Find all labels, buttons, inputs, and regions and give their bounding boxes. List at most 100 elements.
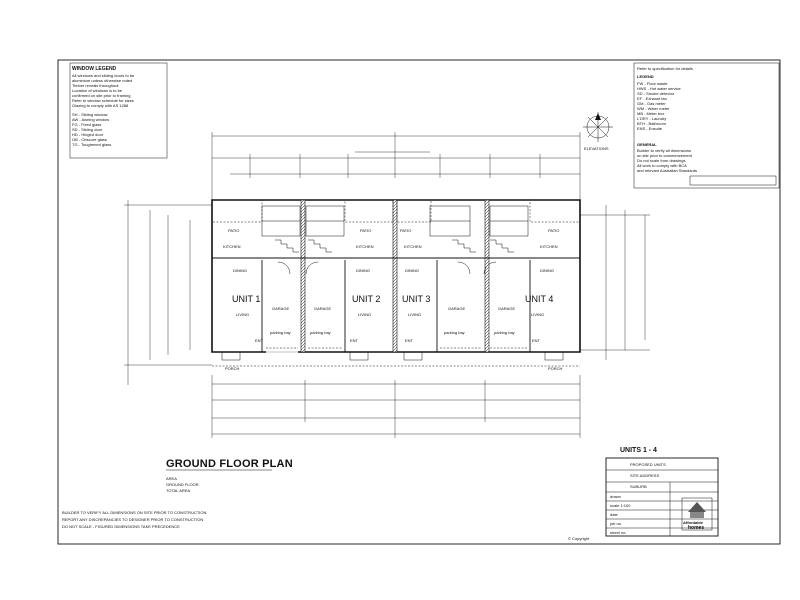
unit-4-garage: GARAGE [498, 306, 515, 311]
legend-key: OB - Obscure glass [72, 137, 107, 142]
plan-title-block: GROUND FLOOR PLAN AREA GROUND FLOOR TOTA… [166, 458, 293, 493]
notes-item: WM - Water meter [637, 106, 670, 111]
unit-2-garage: GARAGE [314, 306, 331, 311]
unit-2-dining: DINING [356, 268, 370, 273]
unit-2-label: UNIT 2 [352, 294, 380, 304]
porch-label: PORCH [548, 366, 563, 371]
notes-item: HWS - Hot water service [637, 86, 682, 91]
notes-general-head: GENERAL [637, 142, 657, 147]
tb-row: scale 1:100 [610, 503, 631, 508]
legend-intro-line: Timber reveals throughout [72, 83, 119, 88]
patio-label: PATIO [228, 228, 239, 233]
unit-1-garage: GARAGE [272, 306, 289, 311]
notes-panel: Refer to specification for details LEGEN… [633, 62, 780, 189]
title-block: UNITS 1 - 4 PROPOSED UNITS SITE ADDRESS … [568, 447, 719, 541]
copyright: © Copyright [568, 536, 590, 541]
tb-row: PROPOSED UNITS [630, 462, 666, 467]
side-dimensions [124, 200, 650, 385]
legend-key: SH - Sliding window [72, 112, 108, 117]
plan-sub: TOTAL AREA [166, 488, 190, 493]
unit-4-dining: DINING [540, 268, 554, 273]
window-legend: WINDOW LEGEND All windows and sliding do… [69, 62, 168, 159]
legend-key: AW - Awning window [72, 117, 109, 122]
notes-item: ENS - Ensuite [637, 126, 663, 131]
brand-bottom: homes [688, 525, 704, 531]
notes-item: L'DRY - Laundry [637, 116, 666, 121]
kitchen-label: KITCHEN [356, 244, 374, 249]
entry-label: ENT [255, 338, 264, 343]
notes-heading: Refer to specification for details [637, 66, 693, 71]
tb-row: sheet no. [610, 530, 626, 535]
disclaimer-line: DO NOT SCALE - FIGURED DIMENSIONS TAKE P… [62, 524, 180, 529]
north-compass: ELEVATIONS [583, 112, 613, 151]
kitchen-label: KITCHEN [540, 244, 558, 249]
notes-general: Builder to verify all dimensions [637, 148, 691, 153]
legend-key: FG - Fixed glass [72, 122, 101, 127]
patio-label: PATIO [400, 228, 411, 233]
tb-row: SUBURB [630, 484, 647, 489]
disclaimer-line: REPORT ANY DISCREPANCIES TO DESIGNER PRI… [62, 517, 203, 522]
brand-logo: Affordable homes [681, 497, 713, 531]
unit-1-living: LIVING [236, 312, 249, 317]
kitchen-label: KITCHEN [404, 244, 422, 249]
kitchen-label: KITCHEN [223, 244, 241, 249]
legend-key: HD - Hinged door [72, 132, 104, 137]
bottom-dimensions [211, 375, 581, 438]
disclaimer-line: BUILDER TO VERIFY ALL DIMENSIONS ON SITE… [62, 510, 207, 515]
entry-label: ENT [350, 338, 359, 343]
legend-intro-line: Location of windows is to be [72, 88, 123, 93]
notes-general: All work to comply with BCA [637, 163, 687, 168]
tb-row: job no. [609, 521, 622, 526]
unit-2-living: LIVING [358, 312, 371, 317]
compass-label: ELEVATIONS [584, 146, 609, 151]
unit-1-dining: DINING [233, 268, 247, 273]
sheet-border-outer [57, 59, 781, 545]
unit-3-garage: GARAGE [448, 306, 465, 311]
notes-item: SD - Smoke detector [637, 91, 675, 96]
units-heading: UNITS 1 - 4 [620, 447, 657, 454]
room-labels: UNIT 1 LIVING DINING GARAGE UNIT 2 LIVIN… [223, 228, 563, 371]
plan-sub: GROUND FLOOR [166, 482, 199, 487]
patio-label: PATIO [548, 228, 559, 233]
patio-label: PATIO [360, 228, 371, 233]
legend-intro-line: All windows and sliding doors to be [72, 73, 135, 78]
legend-title: WINDOW LEGEND [72, 66, 117, 72]
tb-row: drawn [610, 494, 621, 499]
unit-3-living: LIVING [408, 312, 421, 317]
legend-intro-line: Glazing to comply with AS 1288 [72, 103, 129, 108]
notes-general: Do not scale from drawings [637, 158, 685, 163]
plan-sub: AREA [166, 476, 177, 481]
unit-4-label: UNIT 4 [525, 294, 553, 304]
legend-key: TG - Toughened glass [72, 142, 111, 147]
notes-item: EF - Exhaust fan [637, 96, 667, 101]
legend-intro-line: confirmed on site prior to framing [72, 93, 130, 98]
unit-1-label: UNIT 1 [232, 294, 260, 304]
entry-label: ENT [532, 338, 541, 343]
unit-3-dining: DINING [405, 268, 419, 273]
notes-general: on site prior to commencement [637, 153, 693, 158]
tb-row: date [610, 512, 619, 517]
notes-sub: LEGEND [637, 74, 654, 79]
top-dimensions [211, 132, 581, 200]
notes-item: FW - Floor waste [637, 81, 668, 86]
parking-label: parking bay [310, 330, 331, 335]
notes-general: and relevant Australian Standards [637, 168, 697, 173]
parking-label: parking bay [494, 330, 515, 335]
entry-label: ENT [405, 338, 414, 343]
notes-item: GM - Gas meter [637, 101, 666, 106]
disclaimer: BUILDER TO VERIFY ALL DIMENSIONS ON SITE… [62, 510, 207, 529]
parking-label: parking bay [270, 330, 291, 335]
legend-intro-line: Refer to window schedule for sizes [72, 98, 134, 103]
parking-label: parking bay [444, 330, 465, 335]
building-footprint [211, 199, 581, 367]
legend-intro-line: aluminium unless otherwise noted [72, 78, 132, 83]
unit-4-living: LIVING [531, 312, 544, 317]
plan-title: GROUND FLOOR PLAN [166, 458, 293, 470]
brand-top: Affordable [683, 520, 704, 525]
porch-label: PORCH [225, 366, 240, 371]
tb-row: SITE ADDRESS [630, 473, 659, 478]
legend-key: SD - Sliding door [72, 127, 103, 132]
unit-3-label: UNIT 3 [402, 294, 430, 304]
notes-item: MB - Meter box [637, 111, 664, 116]
